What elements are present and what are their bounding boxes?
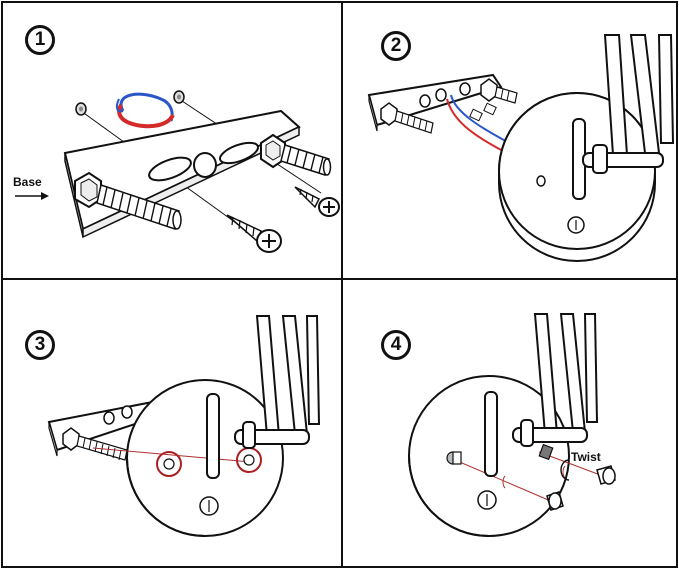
stud-bolt-icon [62, 427, 128, 461]
highlight-ring-icon [156, 451, 182, 477]
stud-bolt-icon [74, 171, 182, 230]
lamp-arm-icon [572, 34, 675, 200]
wire-icon [115, 92, 175, 129]
cap-nut-icon [469, 102, 497, 122]
cap-nut-icon [596, 465, 616, 485]
step-3-panel: 3 [1, 278, 343, 568]
step-1-illustration [15, 90, 340, 253]
twist-label: Twist [571, 450, 601, 464]
stud-bolt-icon [260, 133, 332, 176]
cap-nut-icon [446, 451, 462, 465]
step-1-badge: 1 [25, 25, 55, 55]
step-4-panel: 4 Twist [341, 278, 678, 568]
mounting-bracket-icon [63, 109, 301, 239]
step-3-illustration [47, 315, 321, 537]
wall-anchor-icon [173, 90, 185, 104]
step-1-panel: 1 Base [1, 1, 343, 280]
base-label: Base [13, 175, 42, 189]
step-2-badge: 2 [381, 31, 411, 61]
wall-anchor-icon [75, 102, 87, 116]
stud-bolt-icon [480, 78, 518, 104]
cap-nut-icon [546, 491, 564, 511]
cap-nut-icon [538, 443, 554, 461]
step-3-badge: 3 [25, 330, 55, 360]
step-2-illustration [367, 34, 675, 262]
step-4-badge: 4 [381, 330, 411, 360]
lamp-arm-icon [484, 313, 599, 477]
wire-icon [446, 94, 514, 152]
step-2-panel: 2 [341, 1, 678, 280]
base-arrow-icon [15, 192, 49, 200]
step-4-illustration [408, 313, 616, 537]
stud-bolt-icon [380, 102, 434, 134]
twist-arrow-icon [560, 459, 570, 481]
lamp-arm-icon [206, 315, 321, 479]
wood-screw-icon [294, 186, 340, 217]
wood-screw-icon [226, 214, 282, 253]
